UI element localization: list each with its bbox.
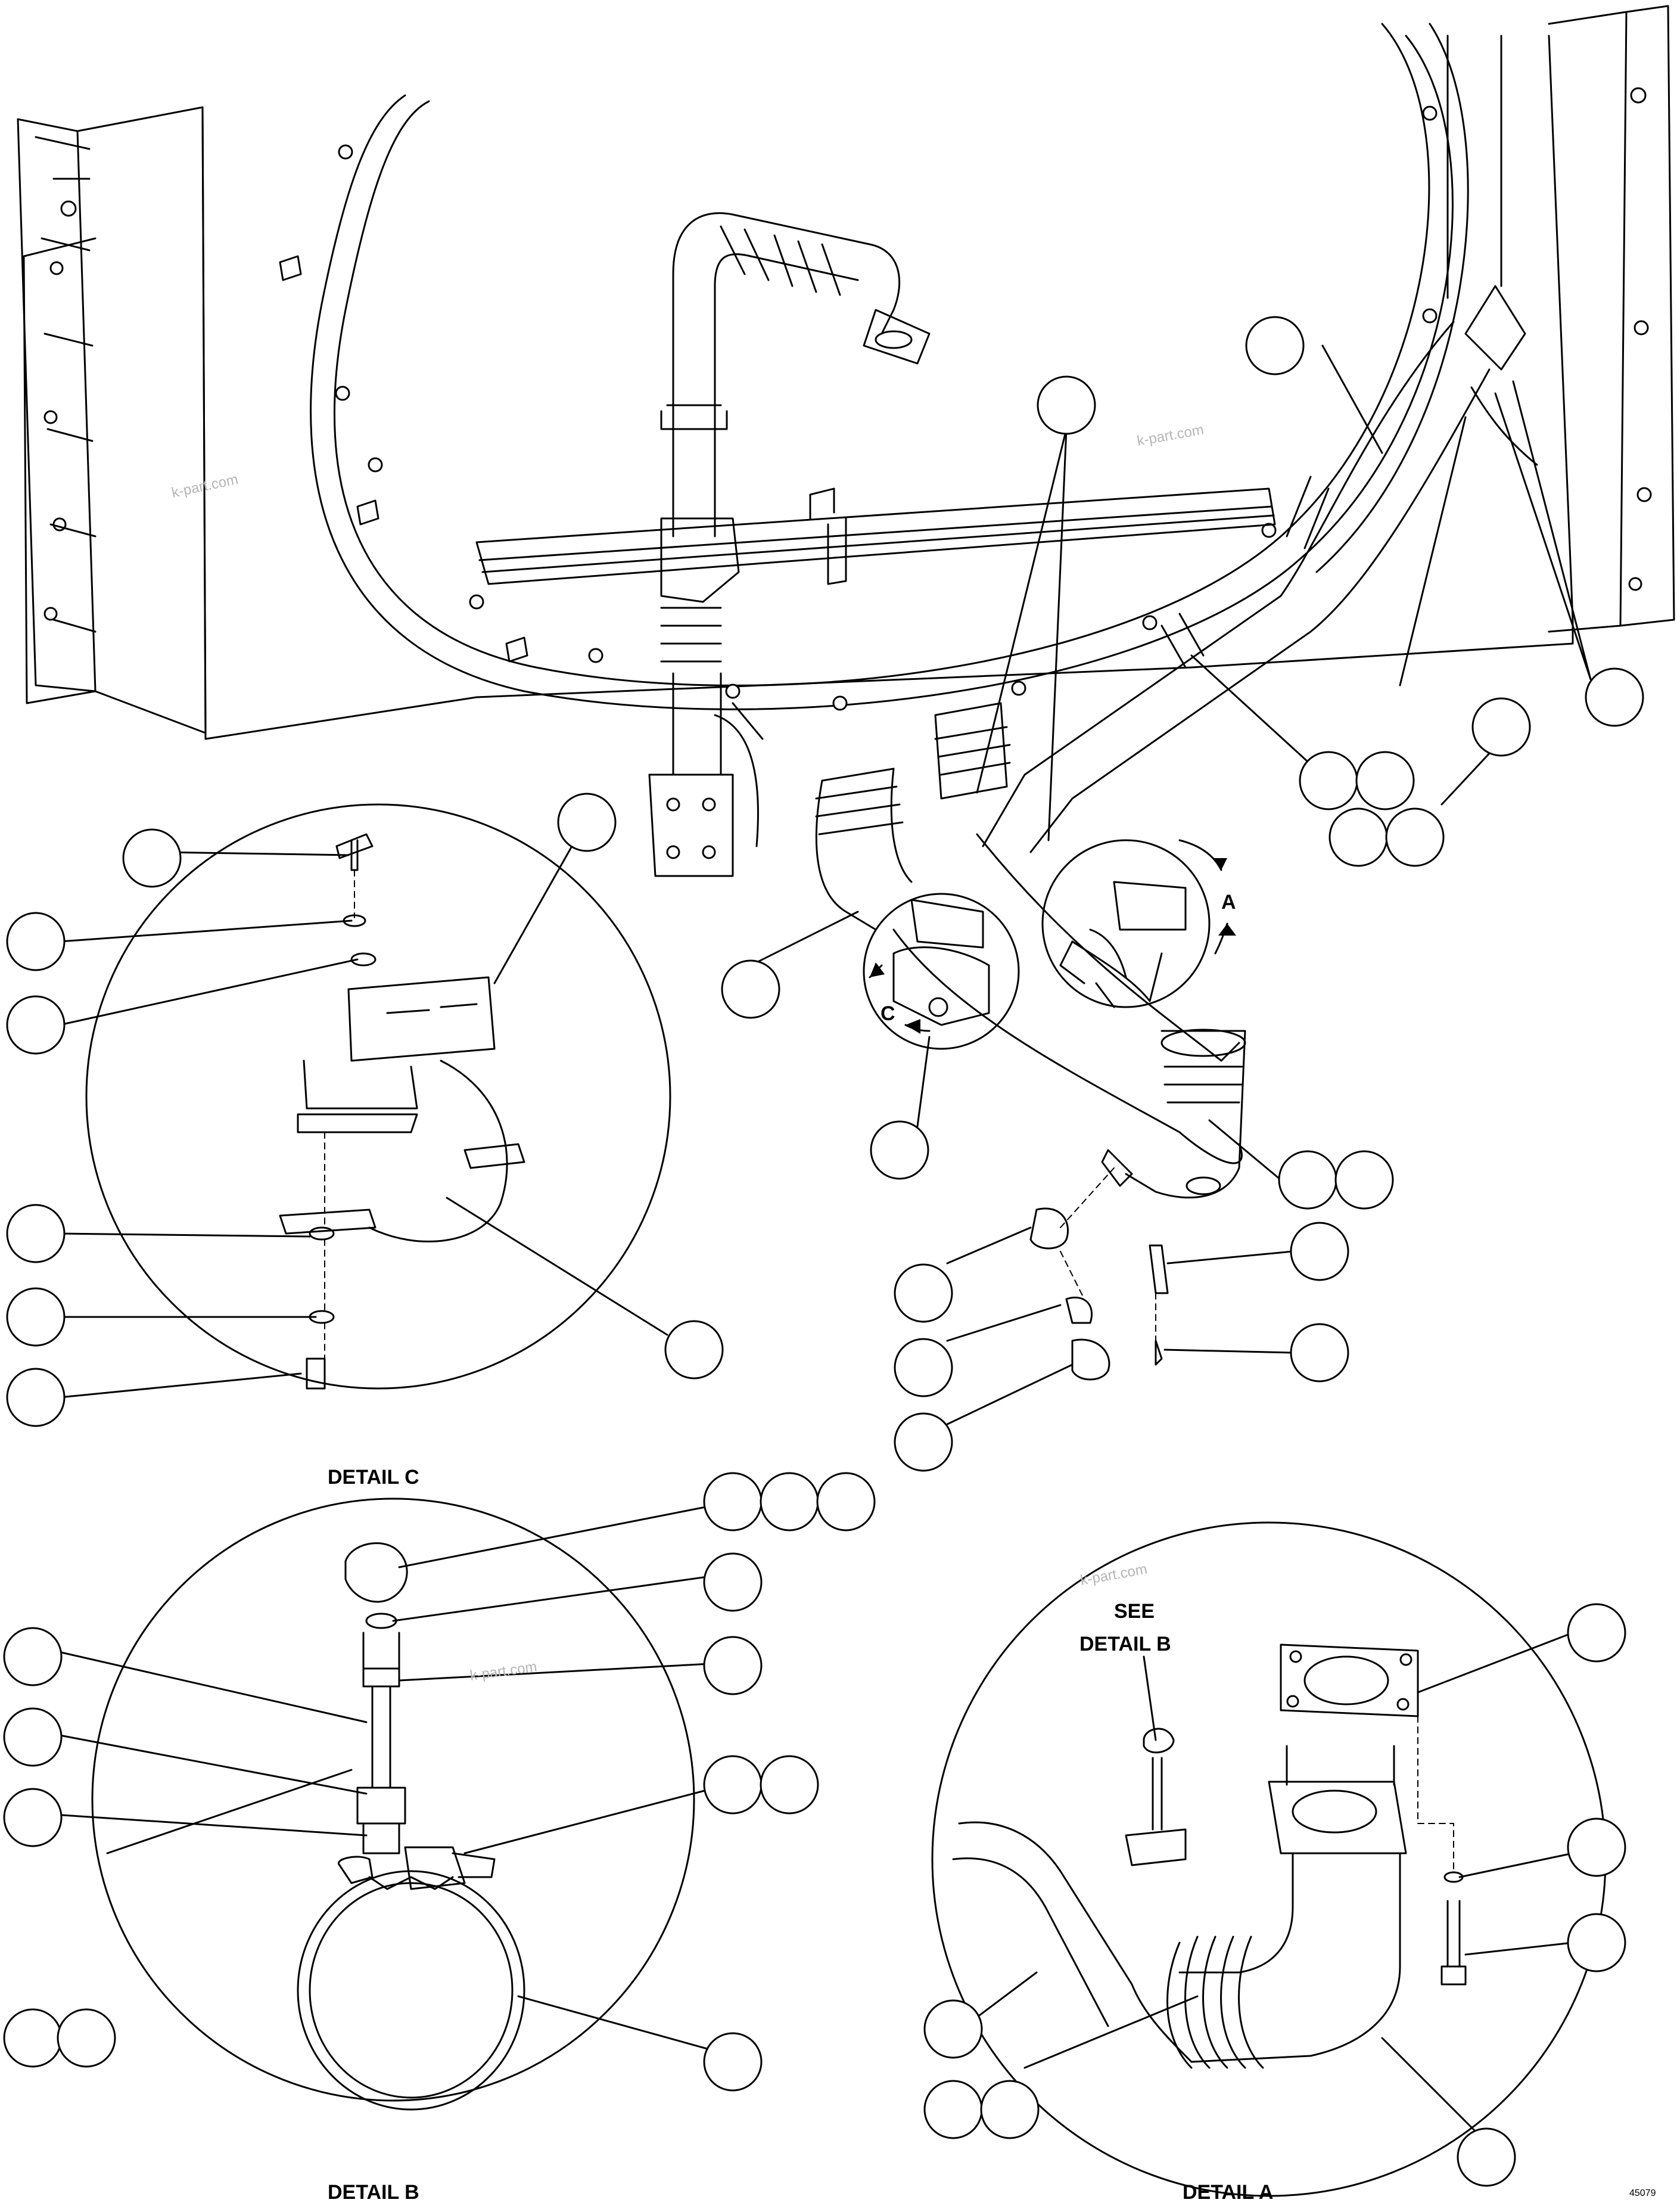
detail-c-drawing bbox=[85, 803, 671, 1390]
callout-20 bbox=[6, 912, 66, 971]
detail-c-inset bbox=[863, 893, 1020, 1050]
callout-39 bbox=[1567, 1603, 1626, 1663]
callout-29 bbox=[703, 1552, 763, 1612]
callout-4 bbox=[1585, 667, 1644, 727]
detail-b-label: DETAIL B bbox=[328, 2181, 419, 2204]
callout-11 bbox=[870, 1120, 929, 1180]
detail-a-label: DETAIL A bbox=[1183, 2181, 1273, 2204]
right-side-panel bbox=[1548, 5, 1675, 633]
callout-28 bbox=[816, 1472, 876, 1531]
watermark-4: k-part.com bbox=[1079, 1561, 1148, 1589]
callout-32 bbox=[3, 1707, 63, 1767]
callout-16 bbox=[894, 1263, 953, 1323]
callout-34 bbox=[703, 1755, 763, 1815]
see-label: SEE bbox=[1114, 1600, 1155, 1623]
callout-bubbles bbox=[3, 316, 1644, 2187]
callout-27 bbox=[760, 1472, 819, 1531]
callout-2 bbox=[1037, 375, 1096, 435]
callout-31 bbox=[3, 1627, 63, 1686]
callout-18 bbox=[894, 1412, 953, 1472]
callout-10 bbox=[721, 959, 780, 1019]
lower-pipe-assembly bbox=[815, 702, 1243, 1164]
drum-frame bbox=[310, 23, 1469, 711]
vertical-exhaust-pipe bbox=[648, 212, 931, 877]
watermark-2: k-part.com bbox=[1135, 422, 1205, 449]
callout-40 bbox=[1567, 1818, 1626, 1877]
main-assembly bbox=[17, 5, 1675, 1164]
right-hoses bbox=[982, 35, 1538, 853]
callout-14 bbox=[1290, 1222, 1349, 1281]
callout-1 bbox=[1245, 316, 1305, 375]
callout-15 bbox=[1290, 1323, 1349, 1382]
drawing-number: 45079 bbox=[1629, 2188, 1656, 2198]
callout-17 bbox=[894, 1338, 953, 1397]
callout-23 bbox=[6, 1287, 66, 1347]
leader-lines bbox=[52, 344, 1592, 2135]
detail-c-label: DETAIL C bbox=[328, 1466, 419, 1489]
callout-42 bbox=[923, 1999, 983, 2059]
callout-8 bbox=[1385, 807, 1445, 867]
elbow-pipe-fittings bbox=[1029, 1029, 1246, 1381]
callout-41 bbox=[1567, 1913, 1626, 1972]
callout-37 bbox=[57, 2008, 116, 2068]
callout-12 bbox=[1278, 1150, 1337, 1210]
callout-30 bbox=[703, 1636, 763, 1695]
callout-5 bbox=[1299, 751, 1358, 810]
callout-19 bbox=[122, 828, 182, 888]
callout-45 bbox=[1457, 2127, 1516, 2187]
callout-13 bbox=[1334, 1150, 1394, 1210]
callout-33 bbox=[3, 1788, 63, 1847]
callout-35 bbox=[760, 1755, 819, 1815]
callout-24 bbox=[6, 1368, 66, 1427]
watermark-3: k-part.com bbox=[469, 1658, 538, 1684]
callout-21 bbox=[6, 995, 66, 1055]
callout-38 bbox=[703, 2032, 763, 2092]
callout-26 bbox=[703, 1472, 763, 1531]
view-c-label: C bbox=[880, 1002, 895, 1025]
callout-44 bbox=[980, 2080, 1040, 2139]
assembly-dash-lines bbox=[324, 869, 1454, 1872]
callout-43 bbox=[923, 2080, 983, 2139]
callout-36 bbox=[3, 2008, 63, 2068]
callout-22 bbox=[6, 1204, 66, 1263]
detail-a-inset bbox=[1041, 839, 1211, 1008]
watermarks: k-part.com k-part.com k-part.com k-part.… bbox=[170, 422, 1205, 1684]
detail-b-drawing bbox=[91, 1498, 695, 2111]
callout-7 bbox=[1328, 807, 1388, 867]
callout-9 bbox=[557, 793, 617, 852]
view-a-label: A bbox=[1221, 891, 1236, 914]
left-side-panel bbox=[17, 106, 207, 734]
callout-3 bbox=[1471, 697, 1531, 757]
see-detail-b-label: DETAIL B bbox=[1079, 1633, 1171, 1655]
mounting-rail bbox=[475, 487, 1276, 585]
text-labels: DETAIL C DETAIL B DETAIL A SEE DETAIL B … bbox=[328, 891, 1656, 2204]
callout-6 bbox=[1355, 751, 1415, 810]
view-arrows bbox=[869, 839, 1228, 1032]
callout-25 bbox=[664, 1320, 724, 1380]
